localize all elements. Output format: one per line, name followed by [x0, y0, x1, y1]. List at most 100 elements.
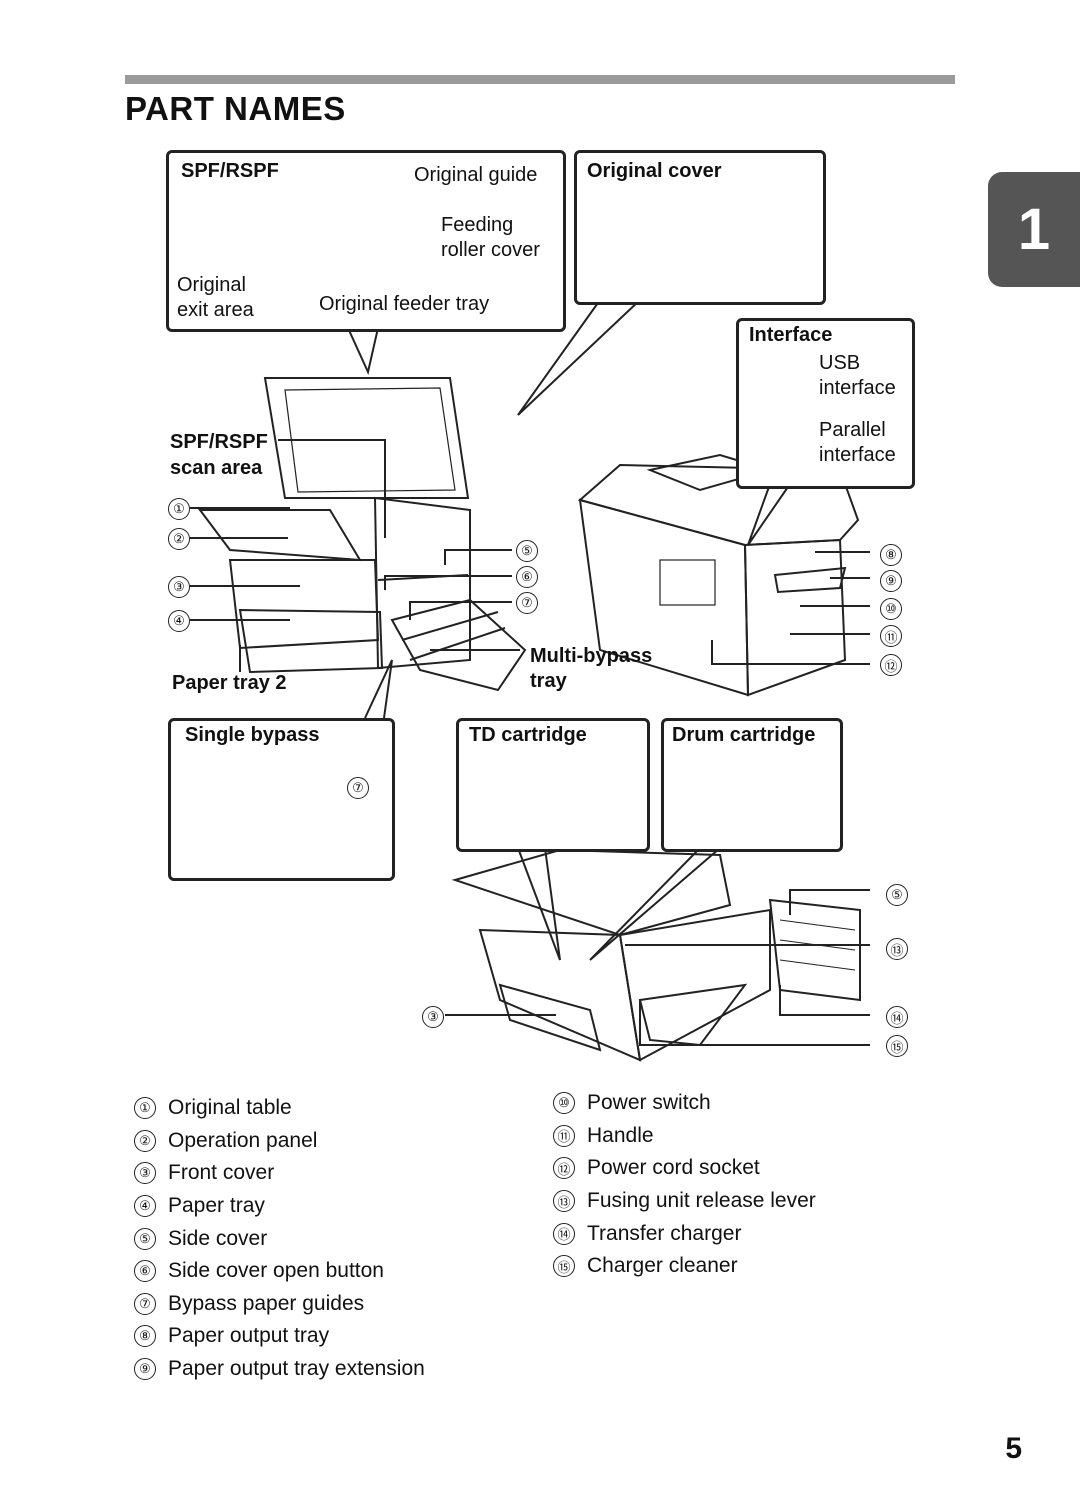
drum-cartridge-heading: Drum cartridge: [672, 724, 816, 746]
interface-heading: Interface: [749, 324, 833, 346]
original-cover-pointer: [517, 299, 641, 416]
single-bypass-marker-7: ⑦: [347, 777, 369, 799]
chapter-tab: 1: [988, 172, 1080, 287]
parallel-interface-label-1: Parallel: [819, 419, 886, 441]
legend-item: ⑬ Fusing unit release lever: [553, 1185, 816, 1218]
copier-front-drawing: [190, 377, 527, 692]
interface-pointer: [747, 483, 791, 546]
single-bypass-pointer: [364, 659, 393, 719]
legend-right: ⑩ Power switch ⑪ Handle ⑫ Power cord socket…: [553, 1087, 816, 1283]
legend-item: ⑥ Side cover open button: [134, 1255, 425, 1288]
chapter-number: 1: [1017, 197, 1051, 262]
page-title: PART NAMES: [125, 90, 346, 127]
legend-number: ⑦: [134, 1292, 156, 1315]
legend-number: ②: [134, 1129, 156, 1152]
multi-bypass-tray-label-2: tray: [530, 670, 567, 692]
marker-7: ⑦: [516, 592, 538, 614]
legend-number: ⑫: [553, 1157, 575, 1180]
page-number: 5: [1005, 1432, 1022, 1465]
legend-label: Operation panel: [168, 1128, 318, 1152]
legend-item: ⑦ Bypass paper guides: [134, 1288, 425, 1321]
legend-label: Charger cleaner: [587, 1254, 738, 1278]
marker-12: ⑫: [880, 654, 902, 676]
legend-label: Transfer charger: [587, 1221, 742, 1245]
legend-number: ①: [134, 1097, 156, 1120]
legend-item: ⑤ Side cover: [134, 1222, 425, 1255]
marker-6: ⑥: [516, 566, 538, 588]
scan-area-label-2: scan area: [170, 457, 263, 479]
copier-rear-drawing: [577, 349, 870, 697]
spf-rspf-callout-box: SPF/RSPF Original guide Feeding roller c…: [166, 150, 566, 332]
legend-label: Bypass paper guides: [168, 1291, 365, 1315]
interface-callout-box: Interface USB interface Parallel interfa…: [736, 318, 915, 489]
legend-number: ⑮: [553, 1255, 575, 1278]
legend-number: ⑥: [134, 1260, 156, 1283]
legend-item: ⑮ Charger cleaner: [553, 1250, 816, 1283]
original-cover-callout-box: Original cover: [574, 150, 826, 305]
single-bypass-heading: Single bypass: [185, 724, 320, 746]
marker-15: ⑮: [886, 1035, 908, 1057]
marker-14: ⑭: [886, 1006, 908, 1028]
spf-rspf-heading: SPF/RSPF: [181, 160, 279, 182]
marker-13: ⑬: [886, 938, 908, 960]
legend-label: Power cord socket: [587, 1156, 760, 1180]
usb-interface-label-1: USB: [819, 352, 861, 374]
legend-item: ① Original table: [134, 1092, 425, 1125]
feeding-roller-cover-label-1: Feeding: [441, 214, 514, 236]
marker-9: ⑨: [880, 570, 902, 592]
original-exit-area-label-2: exit area: [177, 299, 254, 321]
legend-item: ⑭ Transfer charger: [553, 1217, 816, 1250]
td-cartridge-heading: TD cartridge: [469, 724, 587, 746]
drum-pointer: [589, 847, 721, 961]
paper-tray-2-label: Paper tray 2: [172, 672, 287, 694]
multi-bypass-tray-label-1: Multi-bypass: [530, 645, 653, 667]
legend-label: Side cover open button: [168, 1259, 384, 1283]
legend-item: ⑩ Power switch: [553, 1087, 816, 1120]
original-cover-heading: Original cover: [587, 160, 722, 182]
legend-number: ⑨: [134, 1358, 156, 1381]
legend-item: ④ Paper tray: [134, 1190, 425, 1223]
usb-interface-label-2: interface: [819, 377, 896, 399]
legend-number: ⑪: [553, 1124, 575, 1147]
legend-label: Original table: [168, 1096, 292, 1120]
legend-item: ⑨ Paper output tray extension: [134, 1353, 425, 1386]
legend-label: Power switch: [587, 1091, 711, 1115]
legend-label: Handle: [587, 1123, 654, 1147]
parallel-interface-label-2: interface: [819, 444, 896, 466]
legend-label: Paper tray: [168, 1194, 265, 1218]
legend-item: ② Operation panel: [134, 1125, 425, 1158]
marker-8: ⑧: [880, 544, 902, 566]
legend-label: Paper output tray extension: [168, 1357, 425, 1381]
legend-number: ⑬: [553, 1190, 575, 1213]
legend-label: Paper output tray: [168, 1324, 330, 1348]
feeding-roller-cover-label-2: roller cover: [441, 239, 540, 261]
legend-number: ⑧: [134, 1325, 156, 1348]
legend-item: ⑫ Power cord socket: [553, 1152, 816, 1185]
legend-item: ⑪ Handle: [553, 1120, 816, 1153]
original-exit-area-label-1: Original: [177, 274, 246, 296]
legend-left: ① Original table ② Operation panel ③ Front …: [134, 1092, 425, 1385]
legend-number: ⑩: [553, 1092, 575, 1115]
copier-open-drawing: [445, 848, 870, 1062]
scan-area-label-1: SPF/RSPF: [170, 431, 268, 453]
marker-4: ④: [168, 610, 190, 632]
marker-11: ⑪: [880, 625, 902, 647]
open-marker-5: ⑤: [886, 884, 908, 906]
open-marker-3: ③: [422, 1006, 444, 1028]
legend-number: ③: [134, 1162, 156, 1185]
legend-number: ⑤: [134, 1227, 156, 1250]
legend-label: Front cover: [168, 1161, 275, 1185]
original-guide-label: Original guide: [414, 164, 538, 186]
original-feeder-tray-label: Original feeder tray: [319, 293, 490, 315]
legend-number: ④: [134, 1195, 156, 1218]
legend-label: Side cover: [168, 1226, 268, 1250]
legend-label: Fusing unit release lever: [587, 1189, 816, 1213]
legend-number: ⑭: [553, 1222, 575, 1245]
td-pointer: [517, 847, 561, 961]
spf-box-pointer: [347, 327, 379, 376]
marker-10: ⑩: [880, 598, 902, 620]
drum-cartridge-callout-box: Drum cartridge: [661, 718, 843, 852]
title-rule: [125, 75, 955, 84]
marker-2: ②: [168, 528, 190, 550]
single-bypass-callout-box: Single bypass ⑦: [168, 718, 395, 881]
